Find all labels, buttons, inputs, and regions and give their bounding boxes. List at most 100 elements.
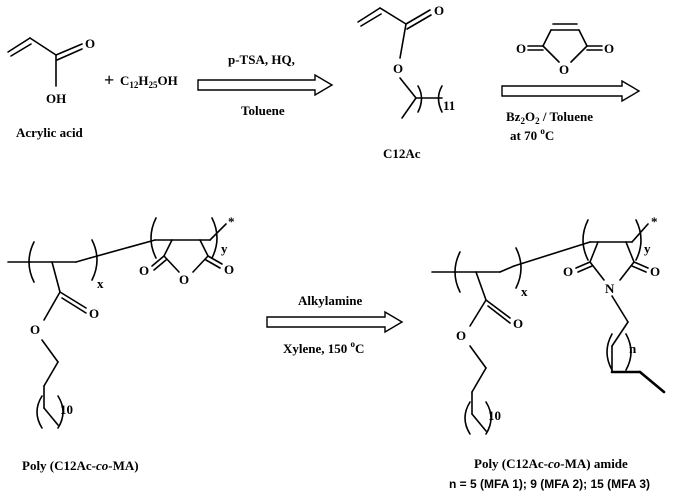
bond [575,261,591,269]
amide-o-right: O [650,264,660,279]
bond [619,261,635,281]
repeat-bracket-left-3 [464,401,471,435]
acrylic-acid-o-atom: O [85,36,95,51]
bond [207,255,223,265]
plus-sign: + [104,70,114,90]
repeat-bracket-left-2 [582,219,589,261]
bond [633,261,649,269]
bond [625,241,635,263]
c12ac-structure: O O 11 [357,3,455,119]
maleic-o-right: O [604,41,614,56]
reaction-arrow-3 [266,310,404,334]
c12ac-ester-o: O [393,61,403,76]
copolymer-o-left: O [139,263,149,278]
copolymer-ester-o: O [30,322,40,337]
bond [209,223,227,241]
bond [577,265,593,273]
bond [59,291,87,309]
arrow2-reagents-top: Bz2O2 / Toluene [506,109,593,126]
bond [611,295,629,323]
copolymer-star: * [228,214,235,229]
bond [75,257,91,263]
repeat-bracket-left [454,251,461,293]
c12ac-chain-count: 11 [443,98,455,113]
bond [43,291,61,321]
bond [485,299,511,319]
amide-n-count: n [629,341,637,356]
amide-ester-o: O [456,328,466,343]
bond [357,7,381,23]
acrylic-acid-structure: O OH [7,36,95,106]
bond [570,45,588,63]
copolymer-label: Poly (C12Ac-co-MA) [22,458,139,473]
amide-structure: x y * O N O n O O [431,214,666,435]
bond [611,321,629,347]
bond [163,239,173,257]
bond [55,43,83,56]
bond [43,361,59,387]
bond [379,7,407,25]
copolymer-carbonyl-o: O [89,306,99,321]
bond [578,29,588,47]
bond [542,29,552,47]
bond [469,345,487,369]
bond [513,241,591,267]
bond [360,13,382,27]
bond [469,299,487,327]
maleic-anhydride-structure: O O O [516,23,614,77]
arrow2-reagents-bottom: at 70 oC [510,126,554,143]
amide-label: Poly (C12Ac-co-MA) amide [474,456,628,471]
repeat-bracket-right-3 [485,401,492,435]
copolymer-structure: x y * O O O O O 10 [7,214,235,429]
bond [163,255,180,273]
amide-carbonyl-o: O [513,316,523,331]
reaction-arrow-2 [501,79,641,103]
acrylic-acid-label: Acrylic acid [16,125,84,140]
bond [61,297,87,314]
bond [56,48,83,61]
bond [399,77,417,99]
repeat-bracket-left-3 [36,395,43,429]
bond [199,239,209,257]
copolymer-o-right: O [224,262,234,277]
amide-legend: n = 5 (MFA 1); 9 (MFA 2); 15 (MFA 3) [449,477,650,491]
amide-star: * [651,214,658,229]
bond [51,261,61,293]
repeat-bracket-right [515,247,522,289]
reaction-arrow-1 [197,73,334,97]
repeat-bracket-left-2 [150,217,157,259]
amide-n-atom: N [605,281,615,296]
arrow3-reagents-bottom: Xylene, 150 oC [283,339,364,356]
amide-y: y [644,241,651,256]
bond [542,45,560,63]
copolymer-chain-count: 10 [60,402,73,417]
bond [153,259,167,271]
maleic-o-left: O [516,41,526,56]
bond [638,370,666,394]
bond [401,97,417,119]
bond [499,265,515,273]
bond [405,9,431,25]
bond [10,43,32,57]
acrylic-acid-oh-group: OH [46,91,66,106]
copolymer-x: x [97,276,104,291]
bond [41,339,59,363]
repeat-bracket-left [417,85,423,113]
copolymer-o-ring: O [179,272,189,287]
bond [29,37,57,56]
bond [487,305,511,324]
bond [43,407,59,426]
repeat-bracket-left [28,241,35,283]
bond [631,223,649,243]
arrow1-reagents-bottom: Toluene [241,103,285,118]
bond [631,265,647,273]
maleic-o-ring: O [559,62,569,77]
c12ac-label: C12Ac [383,146,421,161]
repeat-bracket-right-2 [211,217,218,259]
amide-x: x [521,284,528,299]
bond [475,271,487,301]
bond [205,259,221,269]
bond [151,255,165,267]
